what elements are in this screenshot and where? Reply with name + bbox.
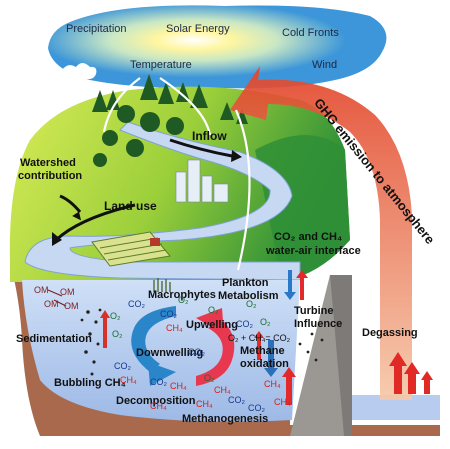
co2-label: CO₂	[128, 299, 145, 309]
om-label: OM	[64, 301, 79, 311]
temperature-label: Temperature	[130, 59, 192, 71]
bubble-arrows	[100, 270, 308, 405]
methanogenesis-label: Methanogenesis	[182, 413, 269, 425]
ch4-label: CH₄	[150, 401, 167, 411]
small-cloud-icon	[60, 63, 97, 80]
plankton-label-2: Metabolism	[218, 290, 279, 302]
ch4-label: CH₄	[264, 379, 281, 389]
inflow-label: Inflow	[192, 129, 227, 143]
dam-face	[330, 275, 352, 436]
sky-cloud	[48, 5, 387, 89]
turbine-label-2: Influence	[294, 318, 343, 330]
interface-label-1: CO₂ and CH₄	[274, 231, 343, 243]
upwelling-head	[196, 308, 224, 334]
watershed-label-2: contribution	[18, 170, 83, 182]
trees	[92, 74, 248, 167]
o2-label: O₂	[204, 373, 215, 383]
bubbling-label: Bubbling CH₄	[54, 377, 126, 389]
ch4-label: CH₄	[166, 323, 183, 333]
precipitation-label: Precipitation	[66, 23, 127, 35]
particles	[80, 308, 324, 376]
ch4-label: CH₄	[196, 399, 213, 409]
methane-reaction: O₂ + CH₄= CO₂	[228, 333, 291, 343]
barn	[150, 238, 160, 246]
degassing-label: Degassing	[362, 327, 418, 339]
methane-label-2: oxidation	[240, 358, 289, 370]
flow-arrowheads	[52, 150, 242, 246]
macrophytes-label: Macrophytes	[148, 289, 216, 301]
ch4-label: CH₄	[214, 385, 231, 395]
downwelling-label: Downwelling	[136, 347, 204, 359]
om-label: OM	[44, 299, 59, 309]
ch4-label: CH₄	[120, 375, 137, 385]
upwelling-label: Upwelling	[186, 319, 238, 331]
co2-label: CO₂	[160, 309, 177, 319]
om-label: OM	[60, 287, 75, 297]
downwelling-arrow	[131, 306, 176, 372]
co2-label: CO₂	[228, 395, 245, 405]
o2-label: O₂	[208, 305, 219, 315]
om-arrows	[47, 289, 67, 307]
macrophytes-plants	[153, 278, 171, 292]
outflow-water	[352, 395, 440, 420]
sedimentation-label: Sedimentation	[16, 333, 92, 345]
city	[175, 159, 229, 203]
co2-label: CO₂	[248, 403, 265, 413]
co2-label: CO₂	[114, 361, 131, 371]
downwelling-head	[148, 362, 176, 386]
reservoir	[22, 280, 300, 422]
co2-label: CO₂	[150, 377, 167, 387]
flow-arrows	[54, 138, 233, 242]
land-use-label: Land use	[104, 199, 157, 213]
interface-label-2: water-air interface	[266, 245, 361, 257]
o2-label: O₂	[110, 311, 121, 321]
ch4-label: CH₄	[170, 381, 187, 391]
temperature-arrows	[102, 77, 251, 271]
cold-fronts-label: Cold Fronts	[282, 27, 339, 39]
plankton-label-1: Plankton	[222, 277, 269, 289]
decomposition-label: Decomposition	[116, 395, 196, 407]
co2-label: CO₂	[188, 347, 205, 357]
dark-hill-right	[255, 135, 350, 272]
om-label: OM	[34, 285, 49, 295]
solar-energy-label: Solar Energy	[166, 23, 230, 35]
methane-label-1: Methane	[240, 345, 285, 357]
upwelling-arrow	[196, 318, 235, 386]
ch4-label: CH₄	[274, 397, 291, 407]
ghg-arrow	[230, 66, 412, 400]
o2-label: O₂	[178, 295, 189, 305]
degassing-arrows	[389, 352, 433, 394]
co2-label: CO₂	[236, 319, 253, 329]
o2-label: O₂	[260, 317, 271, 327]
wind-label: Wind	[312, 59, 338, 71]
o2-label: O₂	[112, 329, 123, 339]
turbine-label-1: Turbine	[294, 305, 334, 317]
watershed-label-1: Watershed	[20, 157, 76, 169]
o2-label: O₂	[246, 299, 257, 309]
